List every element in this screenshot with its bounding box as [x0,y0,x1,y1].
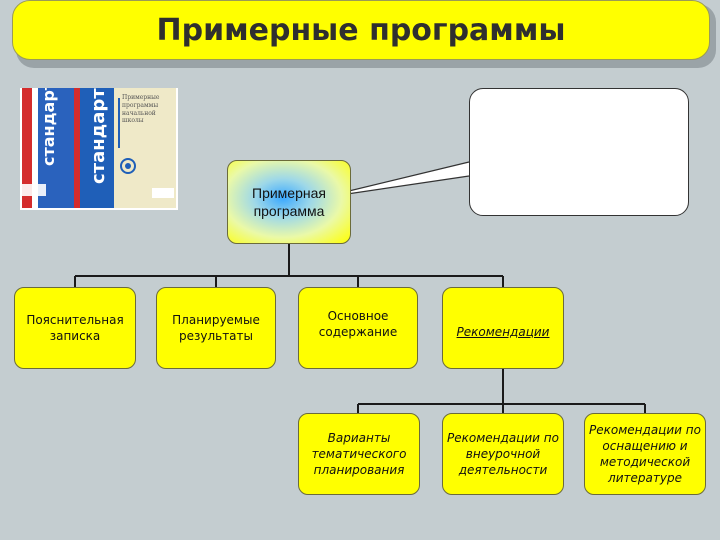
node-label: Планируемые результаты [172,312,260,343]
node-label: Рекомендации по внеурочной деятельности [447,430,559,478]
cover-front-text: Примерные программы начальной школы [122,94,160,125]
slide-title: Примерные программы [12,0,710,60]
node-label: Рекомендации [456,324,550,339]
node-planiruemye-rezultaty: Планируемые результаты [156,287,276,369]
node-label: Варианты тематического планирования [311,430,407,478]
node-label: Рекомендации по оснащению и методической… [589,422,701,486]
book-cover-image: стандарты стандарты Примерные программы … [20,88,178,210]
cover-spine-text: стандарты [88,88,109,184]
main-node-primernaya-programma: Примерная программа [227,160,351,244]
node-poyasnitelnaya-zapiska: Пояснительная записка [14,287,136,369]
node-rekomendatsii: Рекомендации [442,287,564,369]
cover-spine-text-back: стандарты [39,88,58,166]
node-osnashchenie-literatura: Рекомендации по оснащению и методической… [584,413,706,495]
callout-bubble [469,88,689,216]
node-osnovnoe-soderzhanie: Основное содержание [298,287,418,369]
node-vneurochnaya-deyatelnost: Рекомендации по внеурочной деятельности [442,413,564,495]
node-varianty-planirovaniya: Варианты тематического планирования [298,413,420,495]
node-label: Основное содержание [318,309,398,340]
node-label: Пояснительная записка [26,312,124,343]
main-node-label: Примерная программа [252,184,326,219]
book-cover-illustration: стандарты стандарты Примерные программы … [20,88,178,210]
